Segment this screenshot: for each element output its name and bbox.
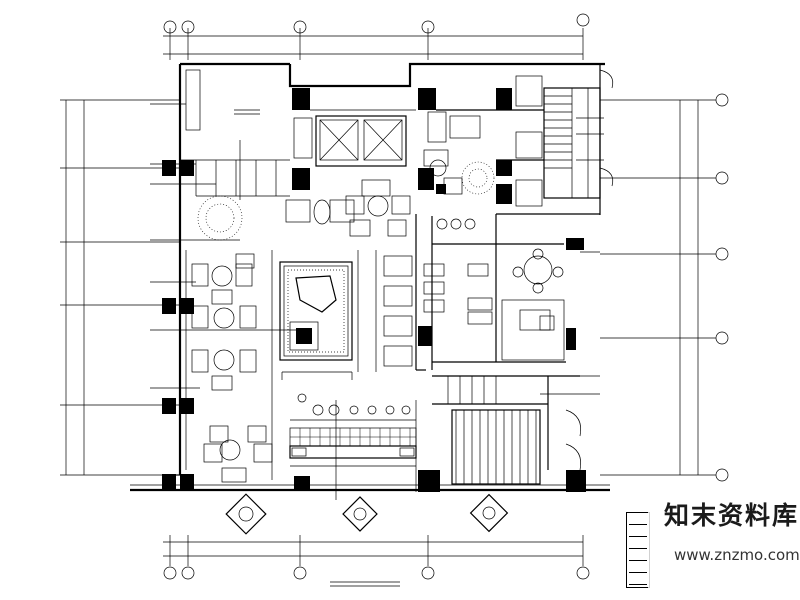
planters xyxy=(197,161,495,241)
booth-seating xyxy=(357,214,426,372)
outer-walls xyxy=(130,62,610,492)
bottom-dimension-lines xyxy=(163,535,590,587)
reception-area xyxy=(423,109,496,195)
watermark-title: 知末资料库 xyxy=(664,501,800,530)
title-block-legend xyxy=(626,512,650,588)
lift-lobby xyxy=(293,109,416,167)
watermark-url: www.znzmo.com xyxy=(674,546,800,564)
right-leader-lines xyxy=(540,117,604,395)
left-dimension-lines xyxy=(60,99,180,476)
office-rooms xyxy=(423,214,566,370)
exterior-planters xyxy=(225,493,509,535)
bottom-right-stairs xyxy=(432,375,582,485)
lobby-sofas xyxy=(285,179,411,237)
top-dimension-lines xyxy=(163,28,584,60)
piano-stage xyxy=(279,261,353,380)
lounge-seating xyxy=(185,250,273,483)
left-leader-lines xyxy=(150,103,300,389)
upper-left-room xyxy=(180,69,290,200)
stairwell xyxy=(496,69,614,215)
right-dimension-lines xyxy=(600,93,729,482)
bar-counter xyxy=(289,393,417,500)
top-axis-markers xyxy=(163,13,590,34)
watermark: 知末资料库 www.znzmo.com xyxy=(648,484,800,600)
